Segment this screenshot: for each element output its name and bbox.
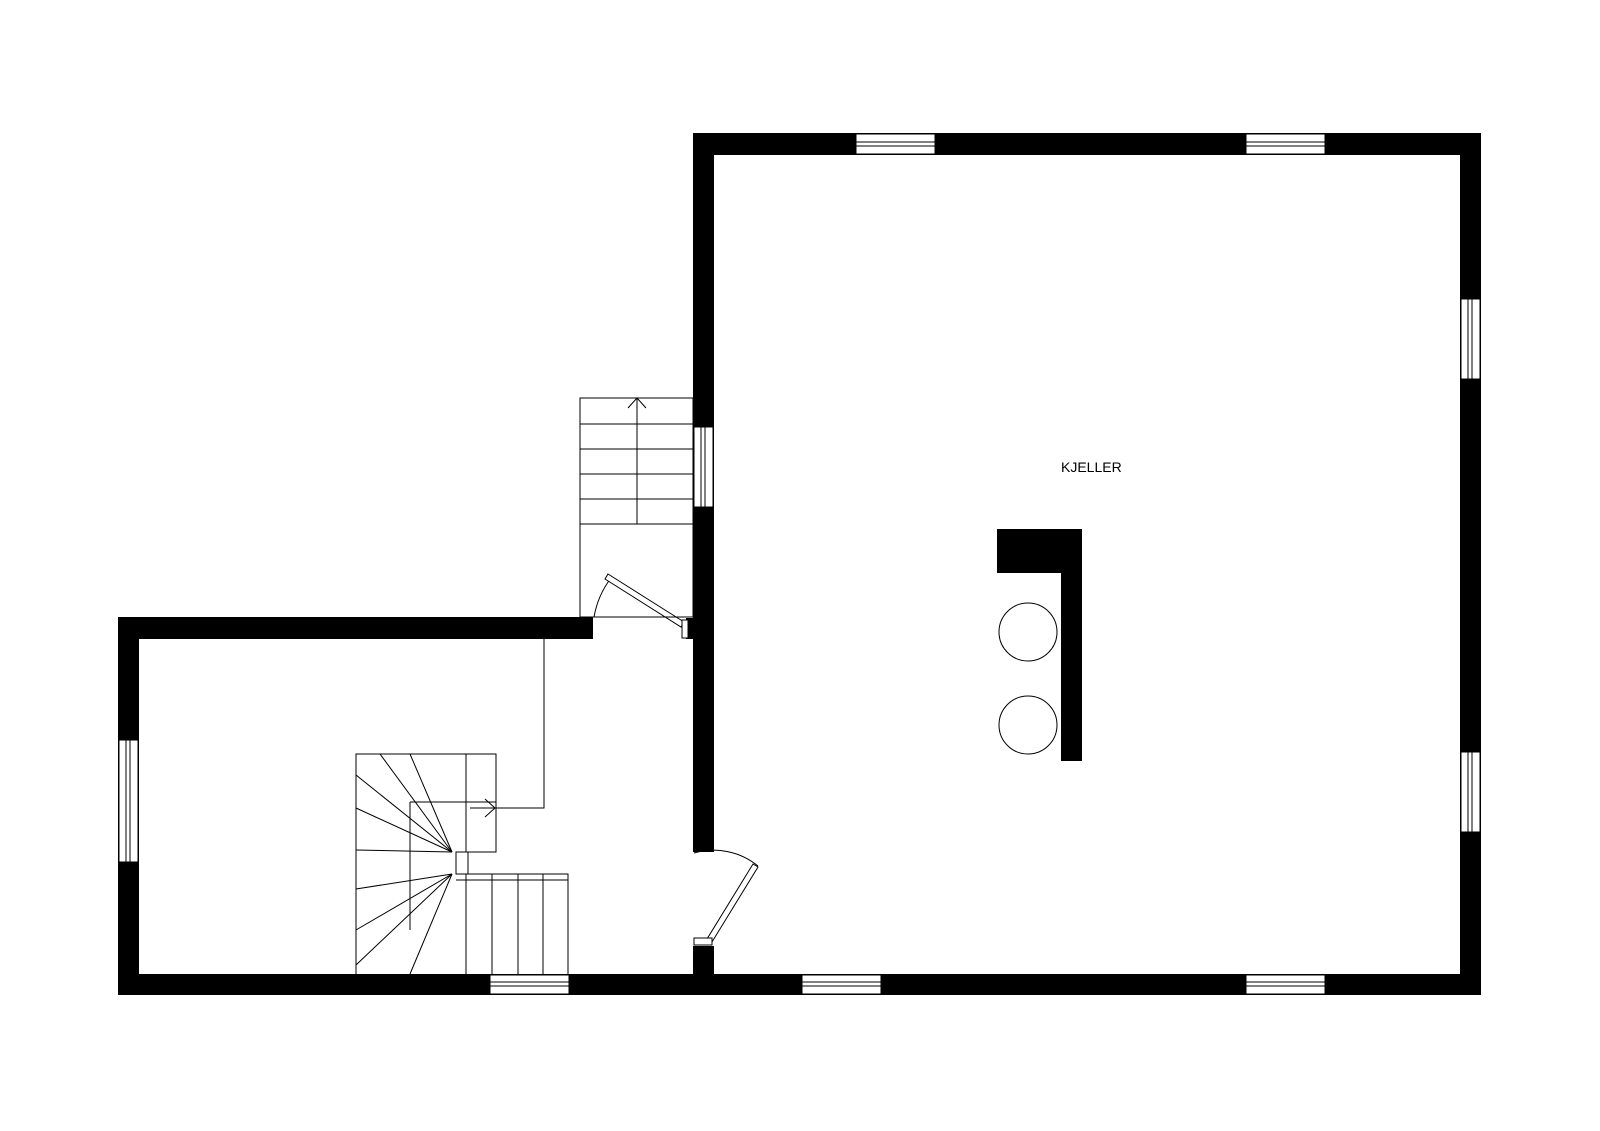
counter-bar — [1061, 529, 1082, 761]
window-main-left — [693, 426, 714, 508]
walls — [118, 133, 1481, 995]
stool-1 — [998, 602, 1058, 662]
window-right-1 — [1460, 298, 1481, 380]
window-bottom-1 — [489, 974, 570, 995]
interior-stairs — [355, 639, 569, 975]
wall-main-left-upper — [693, 133, 714, 626]
exterior-stairs — [579, 397, 694, 618]
wall-stub-door-upper — [686, 618, 694, 639]
windows — [118, 133, 1481, 995]
room-label-kjeller: KJELLER — [1061, 459, 1122, 475]
window-right-2 — [1460, 751, 1481, 833]
stair-walk-line — [470, 639, 545, 809]
wall-main-top — [693, 133, 1481, 155]
door-lower — [693, 849, 759, 946]
window-top-1 — [855, 133, 936, 155]
wall-main-right — [1460, 133, 1481, 995]
window-bottom-3 — [1245, 974, 1326, 995]
arrow-head-icon — [627, 397, 647, 409]
doors — [593, 573, 759, 946]
bar-stools — [998, 602, 1058, 755]
door-upper — [593, 573, 689, 639]
wall-main-left-mid — [693, 626, 714, 852]
stool-2 — [998, 695, 1058, 755]
wall-bottom — [118, 974, 1481, 995]
arrow-head-icon — [484, 798, 496, 818]
window-top-2 — [1245, 133, 1326, 155]
window-left-room — [118, 739, 139, 863]
wall-left-room-top — [118, 617, 593, 639]
window-bottom-2 — [801, 974, 882, 995]
